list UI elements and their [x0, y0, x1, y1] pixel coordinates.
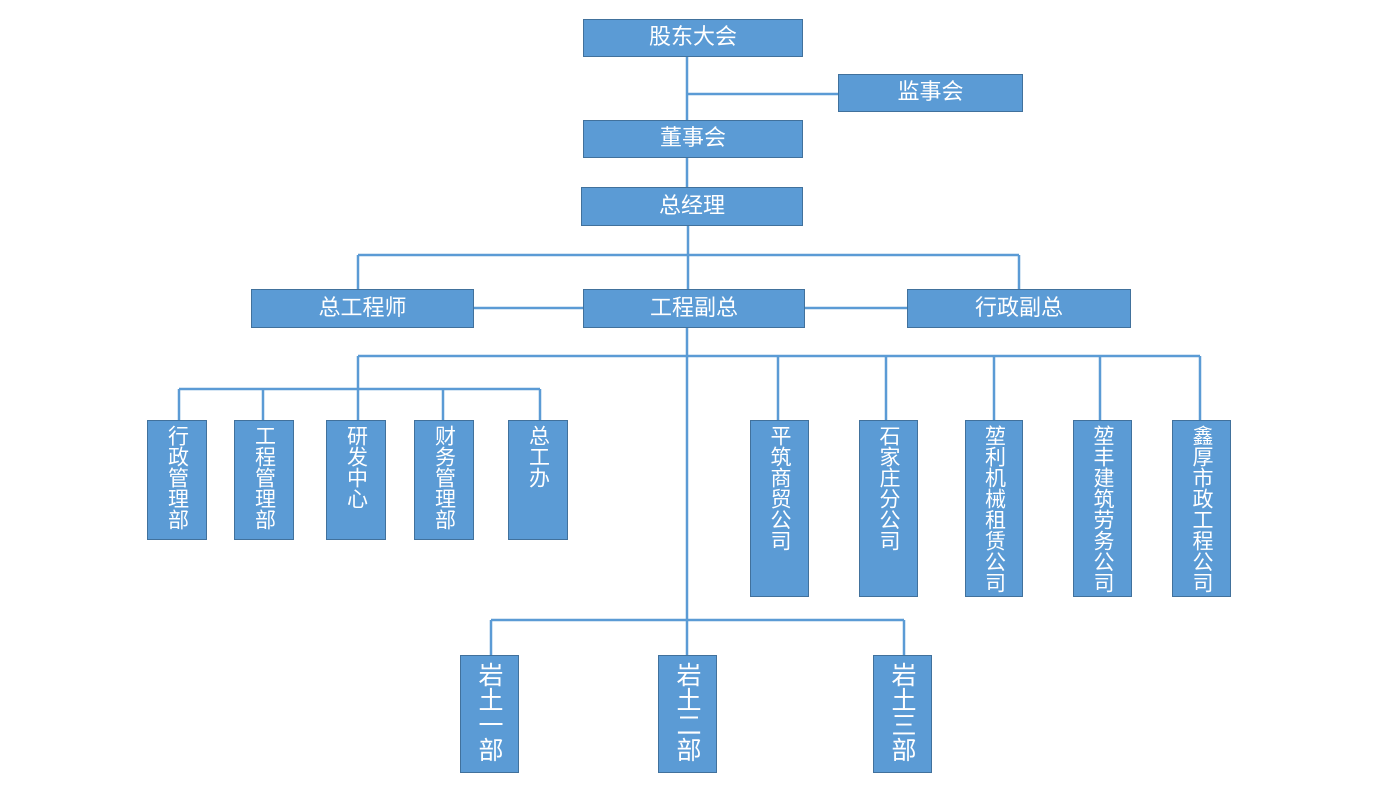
department-box: 工程管理部: [234, 420, 294, 540]
department-box: 研发中心: [326, 420, 386, 540]
department-box: 行政管理部: [147, 420, 207, 540]
admin-vp-box: 行政副总: [907, 289, 1131, 328]
department-label: 研发中心: [344, 425, 369, 509]
geo-unit-label: 岩土二部: [673, 662, 702, 762]
company-box: 石家庄分公司: [859, 420, 918, 597]
geo-unit-label: 岩土三部: [888, 662, 917, 762]
department-label: 总工办: [526, 425, 551, 488]
department-box: 总工办: [508, 420, 568, 540]
company-box: 堃利机械租赁公司: [965, 420, 1023, 597]
geo-unit-box: 岩土一部: [460, 655, 519, 773]
general-manager-box: 总经理: [581, 187, 803, 226]
supervisors-box: 监事会: [838, 74, 1023, 112]
engineering-vp-label: 工程副总: [649, 295, 738, 321]
chief-engineer-box: 总工程师: [251, 289, 474, 328]
company-label: 鑫厚市政工程公司: [1190, 425, 1214, 593]
admin-vp-label: 行政副总: [974, 295, 1063, 321]
geo-unit-box: 岩土三部: [873, 655, 932, 773]
chief-engineer-label: 总工程师: [318, 295, 407, 321]
company-box: 鑫厚市政工程公司: [1172, 420, 1231, 597]
geo-unit-box: 岩土二部: [658, 655, 717, 773]
geo-unit-label: 岩土一部: [475, 662, 504, 762]
general-manager-label: 总经理: [658, 193, 725, 219]
department-box: 财务管理部: [414, 420, 474, 540]
board-box: 董事会: [583, 120, 803, 158]
board-label: 董事会: [659, 126, 726, 151]
engineering-vp-box: 工程副总: [583, 289, 805, 328]
shareholders-label: 股东大会: [648, 25, 737, 50]
company-box: 堃丰建筑劳务公司: [1073, 420, 1132, 597]
shareholders-box: 股东大会: [583, 19, 803, 57]
department-label: 行政管理部: [165, 425, 190, 530]
company-box: 平筑商贸公司: [750, 420, 809, 597]
company-label: 平筑商贸公司: [768, 425, 792, 551]
supervisors-label: 监事会: [897, 80, 964, 105]
department-label: 工程管理部: [252, 425, 277, 530]
company-label: 堃利机械租赁公司: [982, 425, 1007, 593]
company-label: 堃丰建筑劳务公司: [1091, 425, 1115, 593]
company-label: 石家庄分公司: [877, 425, 901, 551]
department-label: 财务管理部: [432, 425, 457, 530]
